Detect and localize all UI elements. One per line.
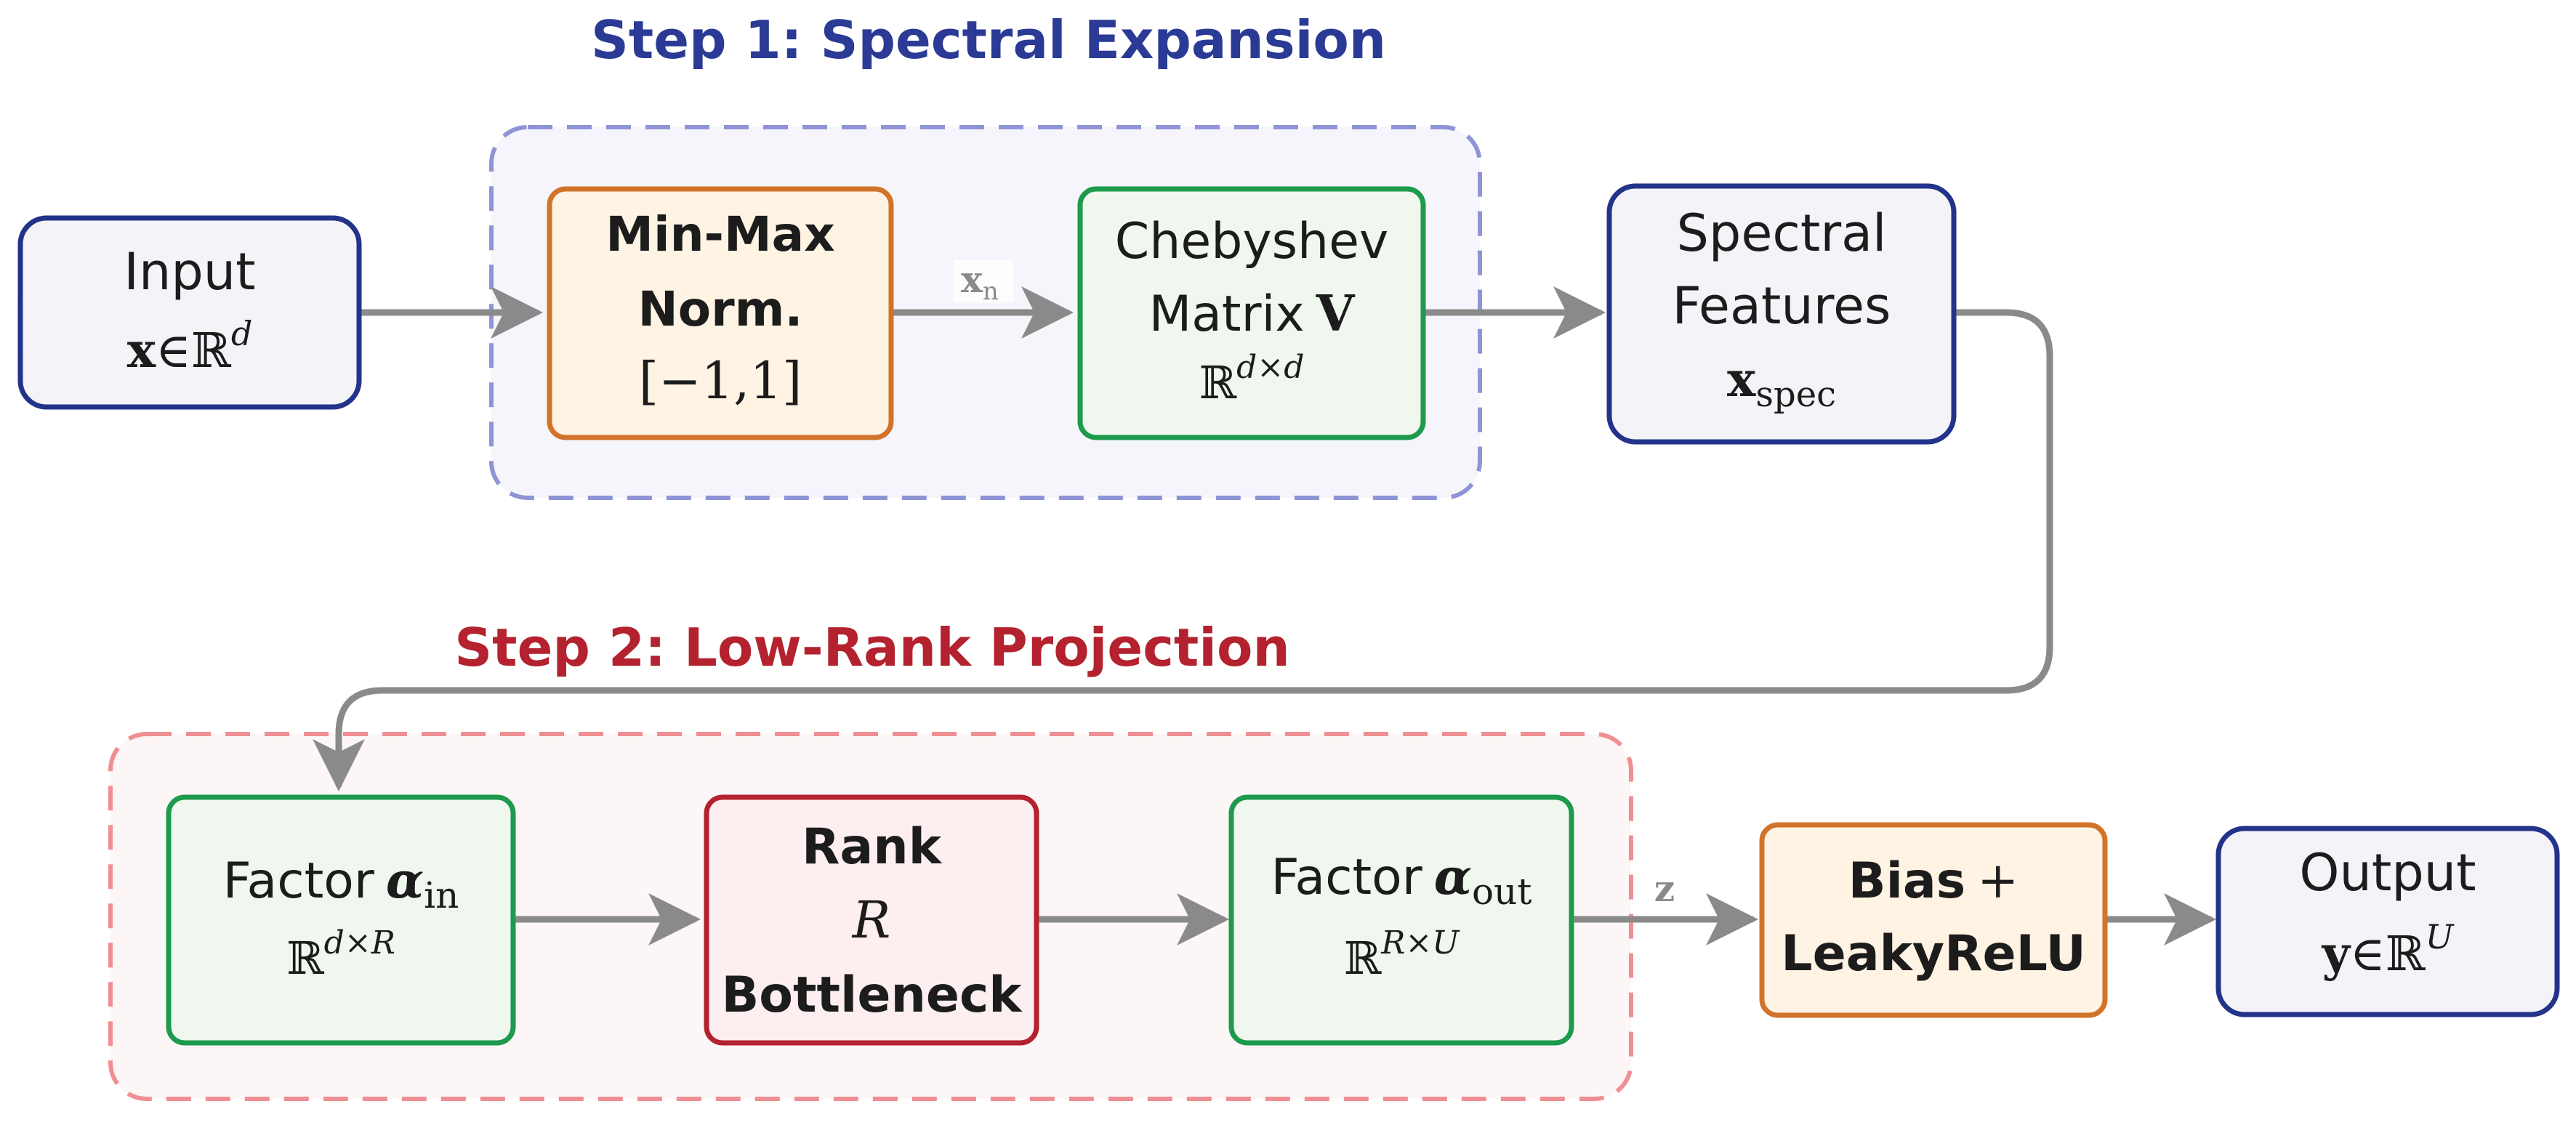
node-input: Input x∈ℝd	[17, 215, 362, 410]
node-input-label: Input	[124, 242, 255, 302]
node-output-label: Output	[2299, 843, 2476, 903]
node-spectral-sub: spec	[1755, 374, 1836, 415]
node-factor-in-word: Factor	[223, 852, 374, 910]
node-bias-line2: LeakyReLU	[1781, 925, 2086, 983]
node-minmax-line2: Norm.	[638, 281, 803, 337]
node-chebyshev-matrix-word: Matrix	[1149, 286, 1305, 343]
node-factor-out-math: ℝR×U	[1344, 924, 1461, 985]
node-chebyshev-line1: Chebyshev	[1115, 213, 1388, 270]
node-factor-in-sup: d×R	[324, 924, 395, 961]
node-rank-line3: Bottleneck	[721, 967, 1023, 1024]
edge-spectral-to-factor-in	[313, 309, 2053, 791]
node-spectral-math: xspec	[1727, 351, 1836, 415]
node-input-set: ℝ	[191, 323, 232, 379]
node-output-math: y∈ℝU	[2322, 917, 2455, 982]
node-output-sup: U	[2426, 917, 2455, 956]
node-rank: Rank R Bottleneck	[704, 794, 1039, 1046]
step2-title: Step 2: Low-Rank Projection	[454, 617, 1289, 678]
edge-label-xn-sub: n	[983, 277, 999, 306]
node-factor-in-math: ℝd×R	[286, 924, 395, 985]
node-input-rel: ∈	[156, 323, 191, 379]
node-rank-line1: Rank	[802, 818, 943, 876]
node-chebyshev-sup: d×d	[1236, 349, 1304, 386]
node-factor-out-word: Factor	[1271, 849, 1422, 906]
node-bias-op: +	[1977, 852, 2018, 910]
node-rank-var: R	[851, 890, 891, 950]
node-spectral-line2: Features	[1673, 276, 1891, 336]
edges	[313, 286, 2216, 945]
node-minmax-line1: Min-Max	[605, 206, 834, 262]
node-factor-in-var: α	[386, 852, 424, 910]
node-factor-out-sup: R×U	[1380, 924, 1460, 961]
node-chebyshev-set: ℝ	[1199, 356, 1237, 409]
node-factor-out-var: α	[1434, 848, 1472, 906]
node-bias: Bias+ LeakyReLU	[1759, 822, 2108, 1018]
node-input-sup: d	[231, 314, 252, 353]
node-output-set: ℝ	[2386, 926, 2426, 982]
node-factor-in-sub: in	[424, 874, 459, 916]
node-output-var: y	[2322, 925, 2351, 982]
edge-label-xn: xn	[954, 258, 1013, 306]
node-output-rel: ∈	[2350, 926, 2386, 982]
node-minmax-range: [−1,1]	[639, 351, 802, 411]
node-chebyshev-math: ℝd×d	[1199, 349, 1305, 409]
step1-title: Step 1: Spectral Expansion	[591, 9, 1386, 70]
node-input-var: x	[127, 322, 156, 379]
node-factor-out-sub: out	[1472, 871, 1531, 913]
node-bias-line1: Bias+	[1848, 852, 2018, 910]
node-spectral-line1: Spectral	[1677, 203, 1887, 263]
svg-text:xn: xn	[961, 258, 999, 306]
node-spectral: Spectral Features xspec	[1606, 183, 1957, 445]
node-chebyshev-var: V	[1316, 285, 1356, 343]
node-bias-word: Bias	[1848, 852, 1966, 910]
node-factor-in-set: ℝ	[286, 932, 324, 985]
node-output: Output y∈ℝU	[2215, 826, 2560, 1017]
edge-label-z: z	[1646, 865, 1682, 910]
edge-label-xn-var: x	[961, 258, 983, 301]
node-minmax: Min-Max Norm. [−1,1]	[547, 186, 894, 440]
edge-label-z-var: z	[1654, 867, 1675, 910]
node-factor-out-set: ℝ	[1344, 932, 1382, 985]
node-spectral-var: x	[1727, 351, 1756, 408]
node-input-math: x∈ℝd	[127, 314, 253, 379]
